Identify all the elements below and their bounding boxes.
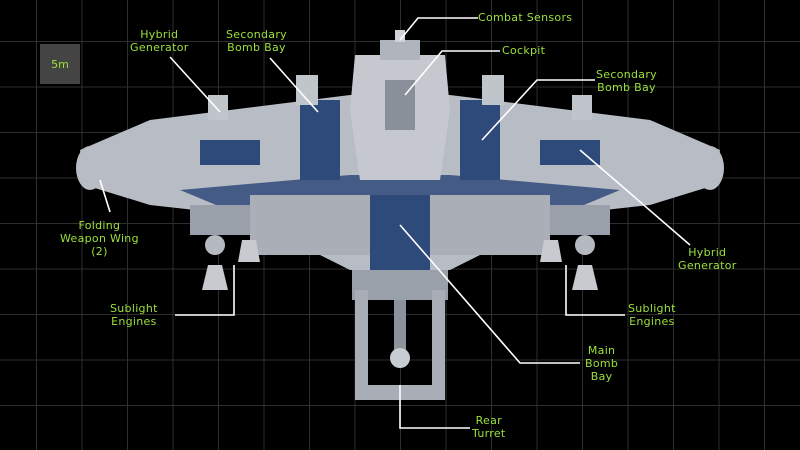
- label-sublight-engines-left: Sublight Engines: [110, 302, 158, 328]
- label-folding-weapon-wing: Folding Weapon Wing (2): [60, 219, 139, 258]
- label-secondary-bomb-bay-right: Secondary Bomb Bay: [596, 68, 657, 94]
- callout-lines: [99, 17, 691, 429]
- label-hybrid-generator-left: Hybrid Generator: [130, 28, 189, 54]
- label-rear-turret: Rear Turret: [472, 414, 506, 440]
- label-combat-sensors: Combat Sensors: [478, 11, 573, 24]
- label-main-bomb-bay: Main Bomb Bay: [585, 344, 619, 383]
- scale-box: 5m: [40, 44, 80, 84]
- label-sublight-engines-right: Sublight Engines: [628, 302, 676, 328]
- label-secondary-bomb-bay-left: Secondary Bomb Bay: [226, 28, 287, 54]
- label-hybrid-generator-right: Hybrid Generator: [678, 246, 737, 272]
- scale-label: 5m: [51, 57, 69, 71]
- label-cockpit: Cockpit: [502, 44, 546, 57]
